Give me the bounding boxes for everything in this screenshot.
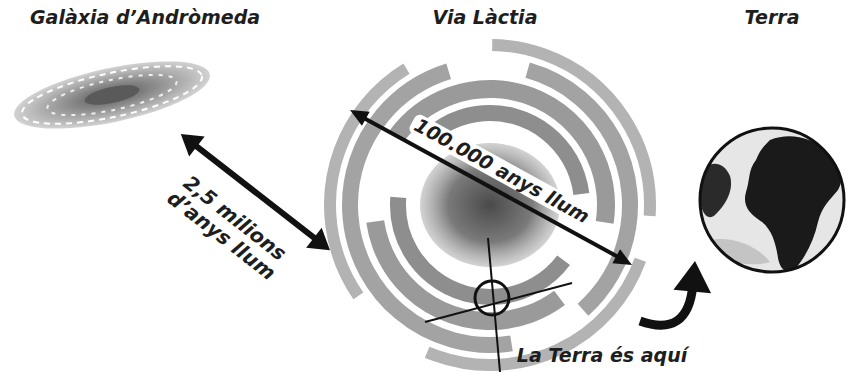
node-heading: Via Làctia <box>330 6 640 29</box>
arrow-head <box>306 228 330 250</box>
connector-arrow <box>640 261 711 325</box>
andromeda-galaxy <box>9 48 216 142</box>
planet-node: Terra <box>695 6 849 306</box>
milky-way-galaxy <box>285 0 695 372</box>
location-label: La Terra és aquí <box>507 345 697 366</box>
arrow-head <box>181 134 205 156</box>
node-heading: Galàxia d’Andròmeda <box>8 6 248 29</box>
galaxy-node: Galàxia d’Andròmeda <box>8 6 248 134</box>
earth-globe <box>700 118 844 272</box>
node-heading: Terra <box>695 6 849 29</box>
edge-label: 2,5 milions d’anys llum <box>163 169 295 285</box>
arrow-head <box>673 261 711 293</box>
connector-line <box>640 285 693 325</box>
galaxy-node: Via Làctia <box>330 6 640 360</box>
